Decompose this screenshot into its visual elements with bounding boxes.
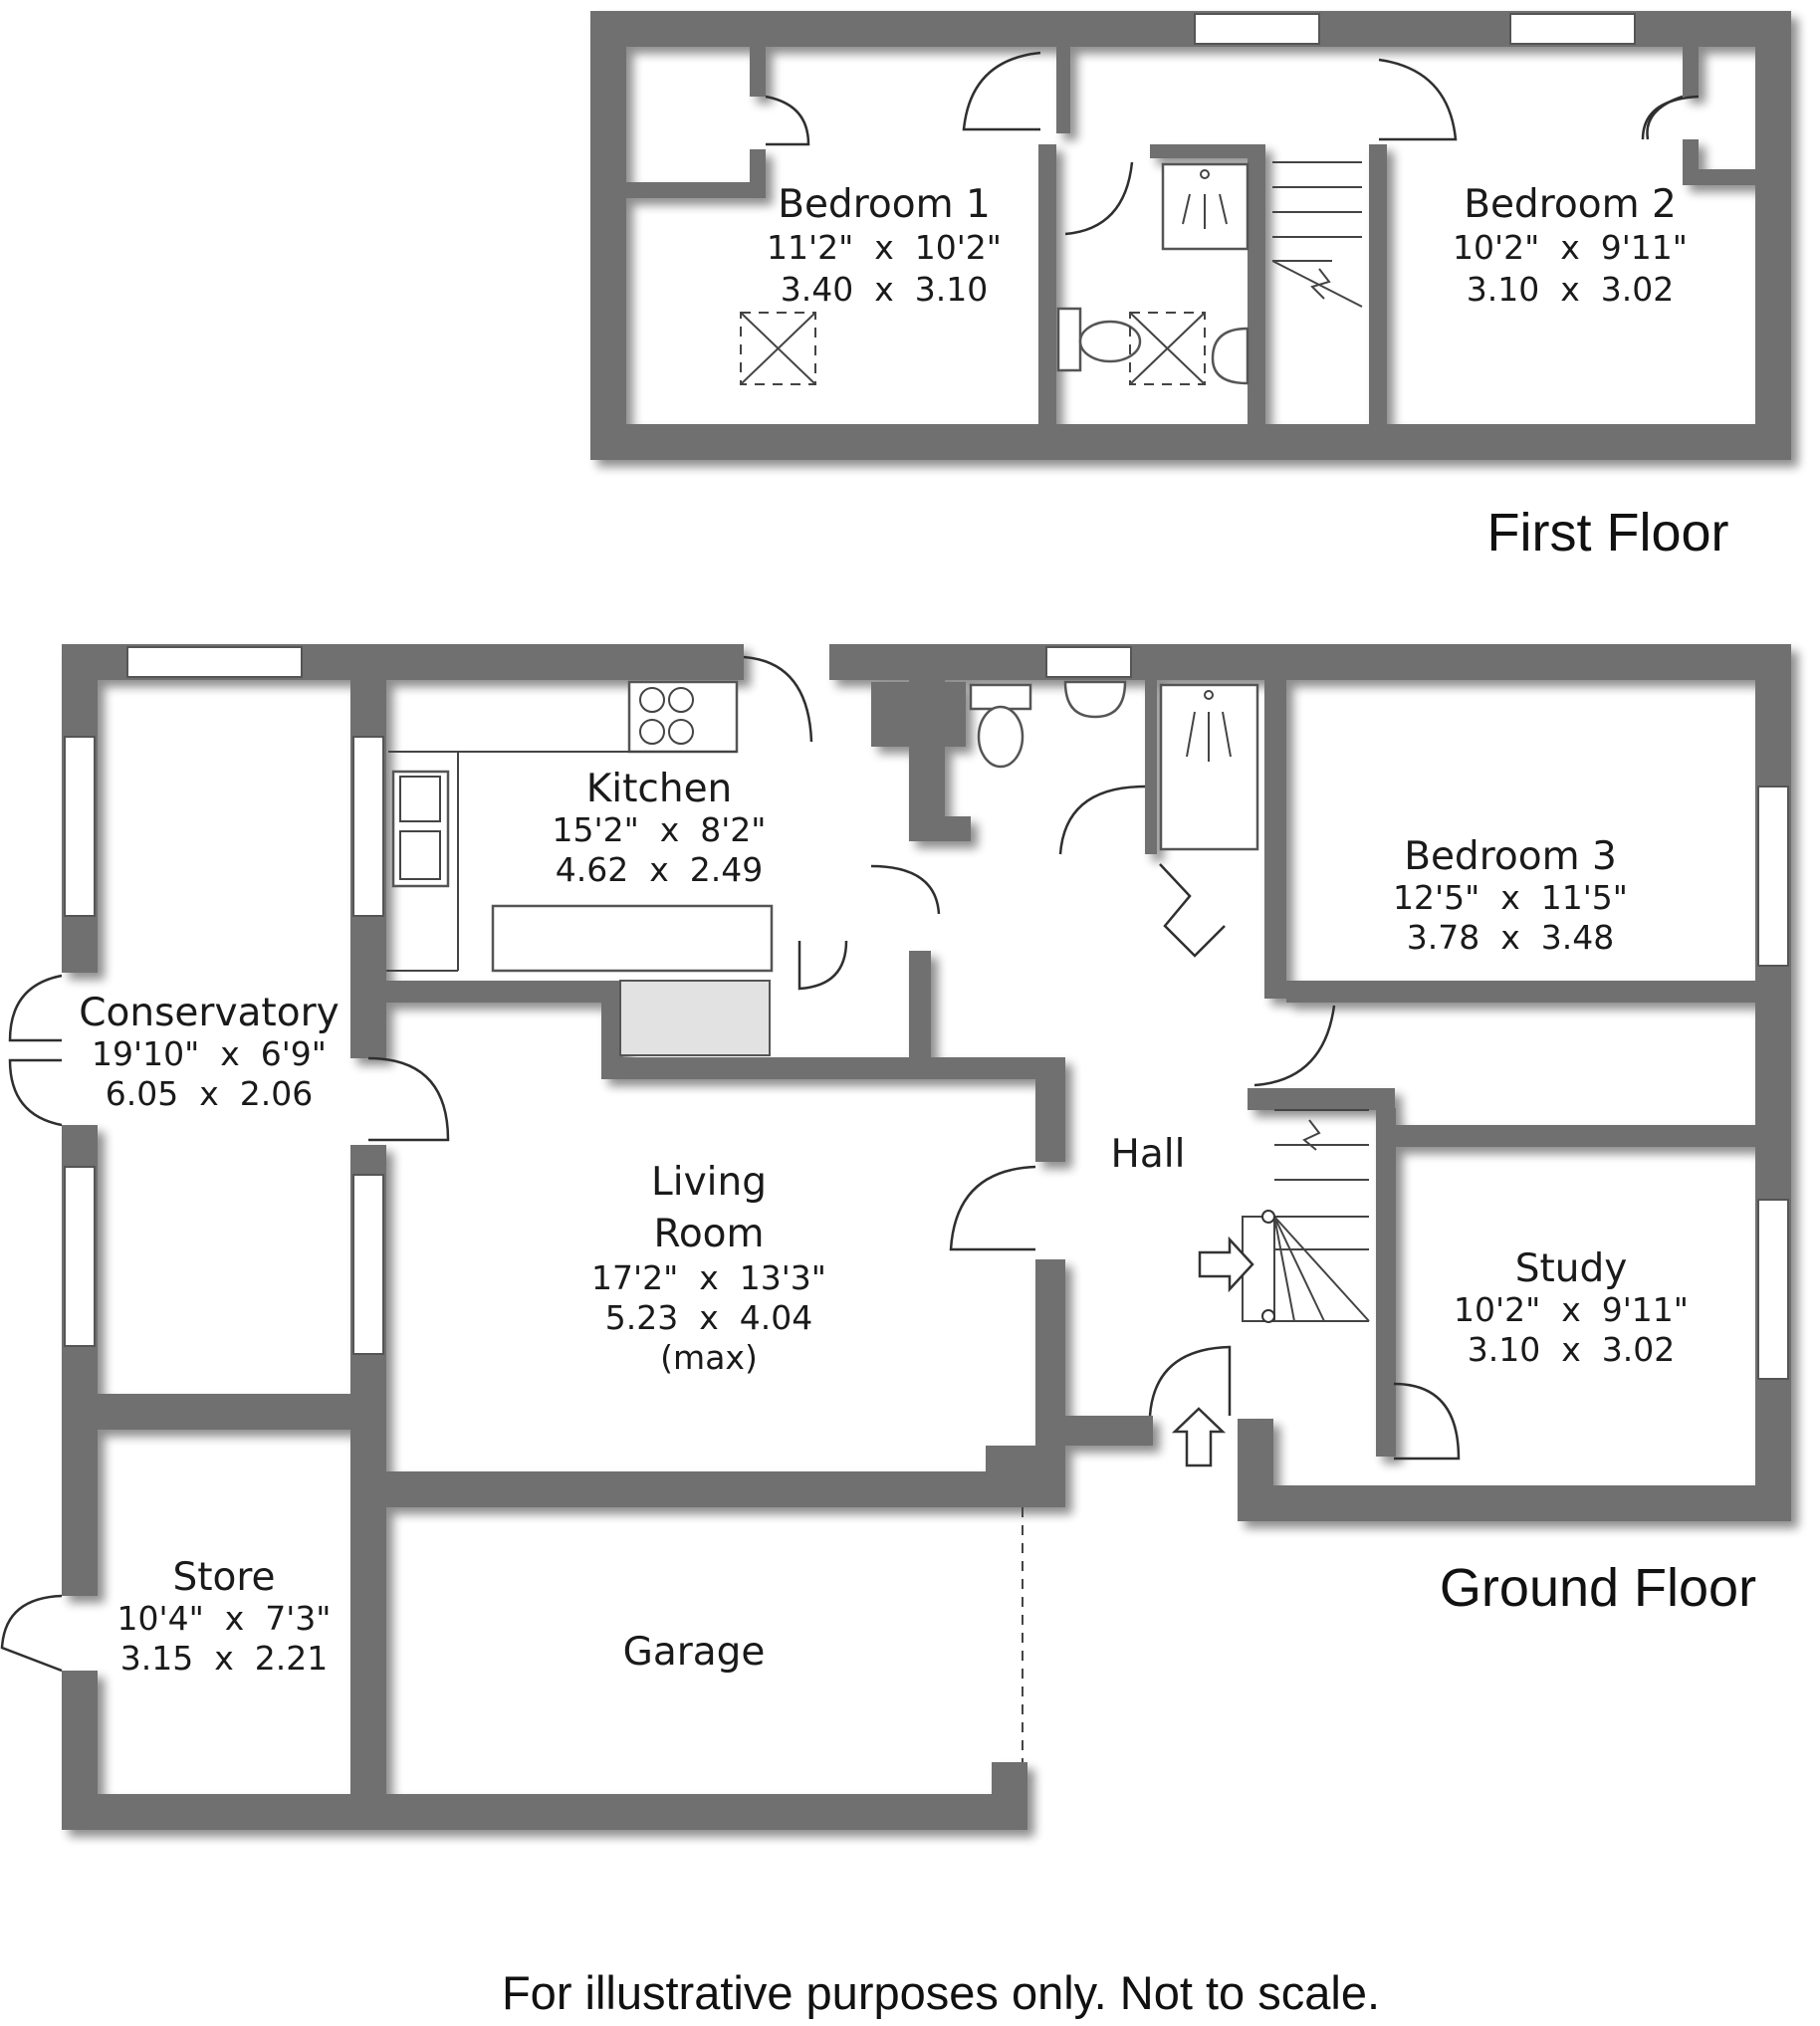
- room-name-bedroom2: Bedroom 2: [1464, 182, 1677, 227]
- ground-floor-labels: Kitchen 15'2" x 8'2" 4.62 x 2.49 Bedroom…: [79, 767, 1689, 1678]
- door-swing: [765, 95, 810, 146]
- room-dim-imperial-conservatory: 19'10" x 6'9": [92, 1034, 327, 1073]
- worktop-shaded: [619, 980, 771, 1056]
- room-dim-metric-living: 5.23 x 4.04: [605, 1298, 812, 1337]
- room-name-living-line1: Living: [651, 1160, 767, 1205]
- toilet-cistern: [1056, 307, 1082, 372]
- first-floor-label: First Floor: [1487, 503, 1729, 563]
- arrow-up-icon: [1171, 1407, 1227, 1467]
- door-swing: [1148, 1345, 1232, 1417]
- arrow-right-icon: [1198, 1236, 1254, 1293]
- window: [64, 736, 96, 917]
- window: [352, 736, 384, 917]
- window: [1194, 13, 1320, 45]
- ground-floor-fixtures: [386, 680, 1370, 1762]
- toilet-cistern: [969, 683, 1032, 711]
- window: [1757, 786, 1789, 967]
- room-name-study: Study: [1515, 1246, 1628, 1291]
- first-floor-fixtures: [740, 161, 1363, 385]
- door-swing: [1058, 785, 1146, 855]
- room-dim-imperial-bedroom2: 10'2" x 9'11": [1453, 228, 1688, 267]
- basin-icon: [1063, 680, 1127, 719]
- worktop-outline: [386, 751, 737, 972]
- room-name-bedroom3: Bedroom 3: [1404, 834, 1617, 879]
- door-swing: [962, 51, 1041, 131]
- ground-floor-label: Ground Floor: [1440, 1558, 1756, 1618]
- door-swing: [8, 974, 63, 1042]
- window: [64, 1166, 96, 1347]
- door-swing: [797, 940, 848, 991]
- room-dim-metric-study: 3.10 x 3.02: [1468, 1330, 1675, 1369]
- window: [1045, 646, 1132, 678]
- room-dim-metric-bedroom3: 3.78 x 3.48: [1407, 918, 1614, 957]
- room-name-store: Store: [172, 1555, 275, 1600]
- skylight: [1129, 312, 1206, 385]
- kitchen-island: [491, 904, 774, 973]
- room-dim-note-living: (max): [660, 1338, 758, 1377]
- toilet-icon: [977, 705, 1024, 769]
- skylight-cross: [1129, 312, 1206, 385]
- ground-floor-plan: Kitchen 15'2" x 8'2" 4.62 x 2.49 Bedroom…: [0, 644, 1791, 1830]
- door-swing: [1393, 1382, 1461, 1461]
- room-dim-imperial-store: 10'4" x 7'3": [117, 1599, 332, 1638]
- toilet-icon: [1078, 320, 1142, 363]
- room-name-garage: Garage: [623, 1630, 766, 1675]
- first-floor-windows: [1194, 13, 1636, 45]
- window: [126, 646, 303, 678]
- door-swing: [1253, 1005, 1336, 1087]
- sink-icon: [391, 770, 450, 888]
- basin-icon: [1211, 327, 1250, 385]
- ground-floor-doors: [0, 655, 1461, 1673]
- first-floor-labels: Bedroom 1 11'2" x 10'2" 3.40 x 3.10 Bedr…: [767, 182, 1688, 309]
- door-swing: [1064, 161, 1134, 236]
- first-floor-walls: [590, 11, 1791, 460]
- room-dim-imperial-bedroom1: 11'2" x 10'2": [767, 228, 1002, 267]
- cupboard-door: [1159, 863, 1226, 958]
- door-swing: [743, 655, 813, 743]
- room-dim-imperial-study: 10'2" x 9'11": [1454, 1290, 1689, 1329]
- door-swing: [949, 1165, 1036, 1251]
- door-swing: [1646, 95, 1684, 140]
- window: [1757, 1199, 1789, 1380]
- room-name-conservatory: Conservatory: [79, 991, 339, 1035]
- first-floor-doors: [765, 51, 1700, 236]
- room-name-hall: Hall: [1111, 1132, 1186, 1177]
- door-swing: [0, 1594, 63, 1673]
- shower-head-icon: [1200, 169, 1210, 179]
- door-swing: [8, 1058, 63, 1127]
- room-name-kitchen: Kitchen: [586, 767, 733, 811]
- door-swing: [1378, 58, 1458, 141]
- room-dim-imperial-kitchen: 15'2" x 8'2": [553, 810, 767, 849]
- shower-spray: [1182, 193, 1228, 229]
- skylight: [740, 312, 816, 385]
- room-dim-metric-bedroom1: 3.40 x 3.10: [781, 270, 988, 309]
- shower-spray: [1186, 711, 1232, 762]
- ground-floor-windows: [64, 646, 1789, 1380]
- hob-icon: [627, 680, 739, 754]
- door-swing: [870, 864, 941, 915]
- door-swing: [367, 1056, 450, 1142]
- room-name-bedroom1: Bedroom 1: [778, 182, 991, 227]
- room-dim-metric-conservatory: 6.05 x 2.06: [106, 1074, 313, 1113]
- room-dim-imperial-bedroom3: 12'5" x 11'5": [1393, 878, 1628, 917]
- window: [1509, 13, 1636, 45]
- staircase: [1242, 1109, 1370, 1323]
- window: [352, 1174, 384, 1355]
- room-dim-metric-kitchen: 4.62 x 2.49: [556, 850, 763, 889]
- room-dim-imperial-living: 17'2" x 13'3": [591, 1258, 826, 1297]
- door-swing: [1641, 95, 1700, 140]
- first-floor-plan: Bedroom 1 11'2" x 10'2" 3.40 x 3.10 Bedr…: [590, 11, 1791, 563]
- room-dim-metric-bedroom2: 3.10 x 3.02: [1467, 270, 1674, 309]
- disclaimer-text: For illustrative purposes only. Not to s…: [502, 1966, 1380, 2019]
- room-name-living-line2: Room: [653, 1212, 764, 1256]
- staircase: [1271, 161, 1363, 308]
- skylight-cross: [740, 312, 816, 385]
- bath-icon: [1159, 683, 1259, 851]
- room-dim-metric-store: 3.15 x 2.21: [120, 1639, 328, 1678]
